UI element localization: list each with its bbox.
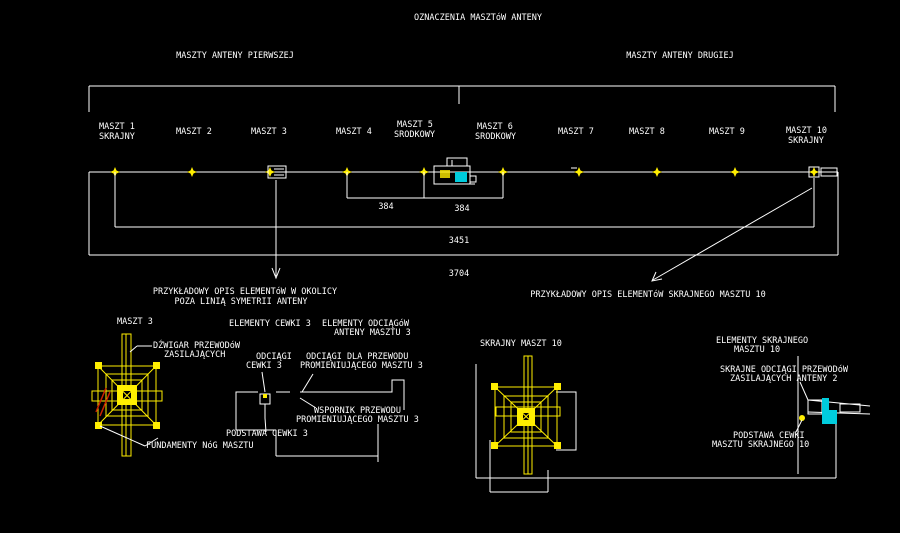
label-girder-2: ZASILAJĄCYCH: [164, 350, 225, 360]
mast-label-5: MASZT 5: [397, 120, 433, 130]
mast-marker-9: [730, 167, 740, 177]
mast-label-4: MASZT 4: [336, 127, 372, 137]
mast-label-6-sub: SRODKOWY: [475, 132, 516, 142]
callout-left-title-2: POZA LINIĄ SYMETRII ANTENY: [174, 297, 307, 307]
mast-label-1: MASZT 1: [99, 122, 135, 132]
label-guy-elements-1: ELEMENTY ODCIĄGóW: [322, 318, 410, 329]
label-outer-guy-2: ZASILAJĄCYCH ANTENY 2: [730, 374, 837, 384]
label-girder-1: DŹWIGAR PRZEWODóW: [153, 339, 241, 351]
mast10-detail-drawing: [475, 355, 837, 493]
mast-label-6: MASZT 6: [477, 122, 513, 132]
mast10-feed-detail: [795, 356, 871, 474]
mast-label-1-sub: SKRAJNY: [99, 132, 135, 142]
mast-label-3: MASZT 3: [251, 127, 287, 137]
mast-marker-10: [808, 166, 838, 178]
detail-mast3-label: MASZT 3: [117, 317, 153, 327]
label-guy-elements-2: ANTENY MASZTU 3: [334, 328, 411, 338]
mast-marker-8: [652, 167, 662, 177]
label-mast10-elements-1: ELEMENTY SKRAJNEGO: [716, 336, 808, 346]
callout-arrow-left: [271, 180, 281, 280]
mast-marker-2: [187, 167, 197, 177]
mast-label-10-sub: SKRAJNY: [788, 136, 824, 146]
label-mast10-base-1: PODSTAWA CEWKI: [733, 431, 805, 441]
label-radiating-guy-1: ODCIĄGI DLA PRZEWODU: [306, 352, 408, 362]
group-bracket: [88, 85, 836, 112]
callout-left-title-1: PRZYKŁADOWY OPIS ELEMENTóW W OKOLICY: [153, 286, 337, 297]
mast-label-7: MASZT 7: [558, 127, 594, 137]
central-feed-equipment: [433, 157, 477, 185]
label-mast10-base-2: MASZTU SKRAJNEGO 10: [712, 440, 809, 450]
mast3-detail-drawing: [91, 333, 163, 457]
mast-label-5-sub: SRODKOWY: [394, 130, 435, 140]
label-outer-guy-1: SKRAJNE ODCIĄGI PRZEWODóW: [720, 364, 849, 375]
mast-marker-3: [265, 165, 287, 179]
drawing-title: OZNACZENIA MASZTóW ANTENY: [414, 12, 542, 23]
label-radiating-guy-2: PROMIENIUJĄCEGO MASZTU 3: [300, 361, 423, 371]
label-coil-guy-2: CEWKI 3: [246, 361, 282, 371]
mast-label-8: MASZT 8: [629, 127, 665, 137]
label-mast10-elements-2: MASZTU 10: [734, 345, 780, 355]
coil3-detail-drawing: [235, 371, 405, 462]
mast-labels: MASZT 1 SKRAJNY MASZT 2 MASZT 3 MASZT 4 …: [99, 120, 827, 146]
detail-mast10-label: SKRAJNY MASZT 10: [480, 339, 562, 349]
group-label-first: MASZTY ANTENY PIERWSZEJ: [176, 51, 294, 61]
label-bracket-1: WSPORNIK PRZEWODU: [314, 406, 401, 416]
dimension-384-right: 384: [454, 204, 469, 214]
group-label-second: MASZTY ANTENY DRUGIEJ: [626, 51, 733, 61]
dimension-3704: 3704: [449, 269, 469, 279]
dimension-384-left: 384: [378, 202, 393, 212]
label-coil-elements: ELEMENTY CEWKI 3: [229, 319, 311, 329]
mast-label-10: MASZT 10: [786, 126, 827, 136]
dimension-lines: [89, 172, 838, 256]
mast-marker-7: [571, 167, 584, 177]
mast-label-2: MASZT 2: [176, 127, 212, 137]
label-foundations: FUNDAMENTY NóG MASZTU: [146, 440, 253, 451]
callout-arrow-right: [651, 187, 813, 282]
label-bracket-2: PROMIENIUJĄCEGO MASZTU 3: [296, 415, 419, 425]
label-coil-base: PODSTAWA CEWKI 3: [226, 429, 308, 439]
dimension-3451: 3451: [449, 236, 469, 246]
callout-right-title: PRZYKŁADOWY OPIS ELEMENTóW SKRAJNEGO MAS…: [530, 289, 765, 300]
mast-label-9: MASZT 9: [709, 127, 745, 137]
label-coil-guy-1: ODCIĄGI: [256, 352, 292, 362]
